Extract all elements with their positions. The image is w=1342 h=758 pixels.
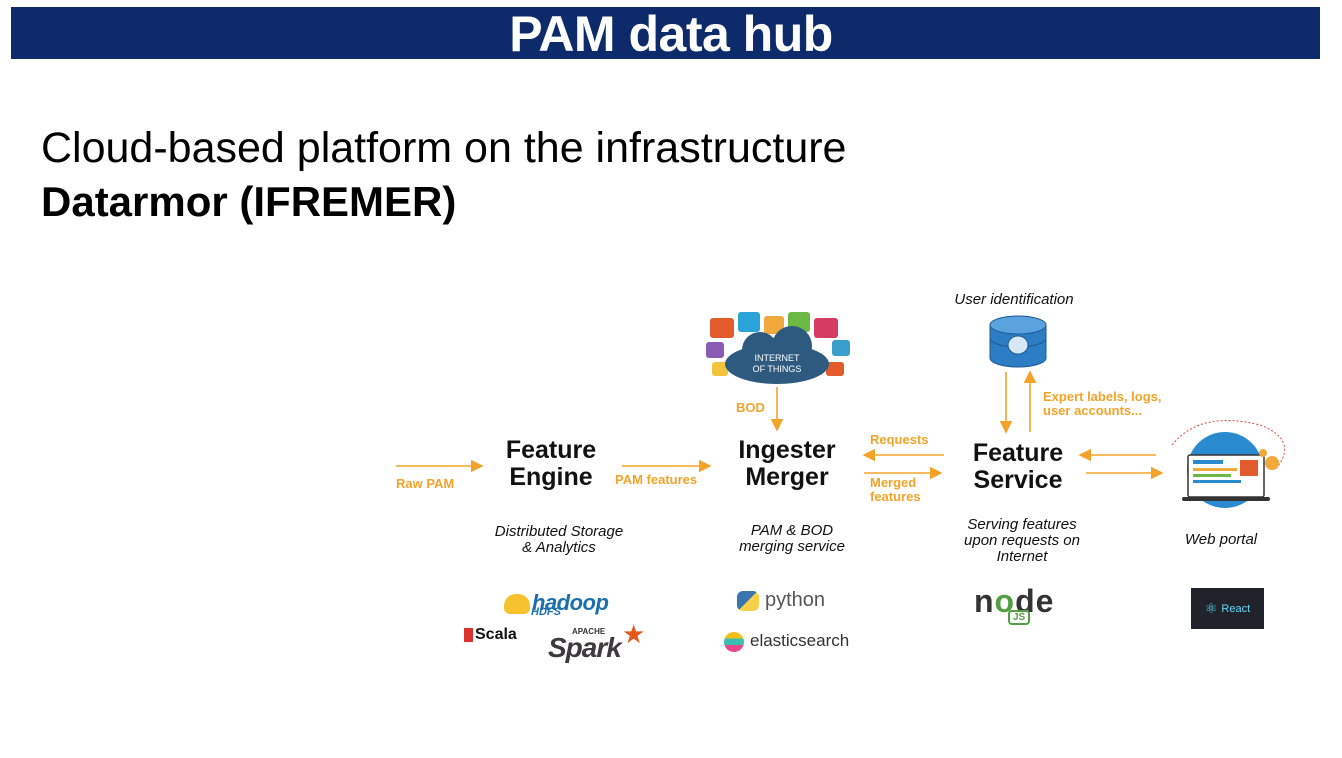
ingester-merger-desc-1: PAM & BOD xyxy=(750,522,834,539)
ingester-merger-line-1: Ingester xyxy=(738,436,836,464)
react-text: React xyxy=(1221,602,1251,615)
react-atom-icon: ⚛ xyxy=(1204,600,1218,616)
scala-icon xyxy=(464,627,473,642)
elasticsearch-icon xyxy=(724,631,744,652)
label-expert-labels-2: user accounts... xyxy=(1043,403,1142,418)
iot-text-1: INTERNET xyxy=(755,353,801,363)
feature-service-desc-3: Internet xyxy=(996,548,1048,565)
spark-star-icon: ★ xyxy=(622,619,646,649)
nodejs-logo: node xyxy=(974,583,1054,620)
label-requests: Requests xyxy=(870,432,929,447)
feature-engine-line-2: Engine xyxy=(509,463,593,491)
user-identification-label: User identification xyxy=(954,291,1074,308)
elasticsearch-text: elasticsearch xyxy=(750,631,850,650)
feature-engine-desc-2: & Analytics xyxy=(522,539,596,556)
python-logo: python xyxy=(737,589,825,612)
python-icon xyxy=(737,590,759,611)
web-portal-icon xyxy=(1171,420,1285,508)
label-bod: BOD xyxy=(736,400,765,415)
ingester-merger-desc-2: merging service xyxy=(739,538,845,555)
web-portal-desc: Web portal xyxy=(1184,531,1258,548)
feature-engine-line-1: Feature xyxy=(505,436,597,464)
feature-service-desc-1: Serving features xyxy=(967,516,1077,533)
elasticsearch-logo: elasticsearch xyxy=(724,631,849,652)
ingester-merger-line-2: Merger xyxy=(745,463,829,491)
nodejs-js-badge: JS xyxy=(1008,610,1031,625)
nodejs-text-de: de xyxy=(1015,583,1055,619)
label-expert-labels: Expert labels, logs, user accounts... xyxy=(1043,390,1162,418)
page-title: PAM data hub xyxy=(509,6,833,62)
iot-text-2: OF THINGS xyxy=(753,364,802,374)
elephant-icon xyxy=(504,594,530,615)
scala-logo: Scala xyxy=(464,626,517,644)
nodejs-text-n: n xyxy=(974,583,995,619)
python-text: python xyxy=(765,589,826,611)
label-raw-pam: Raw PAM xyxy=(396,476,455,491)
scala-text: Scala xyxy=(475,626,517,643)
feature-service-line-1: Feature xyxy=(972,439,1064,467)
feature-service-desc: Serving features upon requests on Intern… xyxy=(946,517,1098,565)
hadoop-text: hadoop xyxy=(532,590,609,615)
feature-engine-desc-1: Distributed Storage xyxy=(494,523,624,540)
react-logo: ⚛React xyxy=(1191,588,1264,629)
feature-service-line-2: Service xyxy=(973,466,1063,494)
hadoop-logo: hadoop xyxy=(504,590,609,616)
ingester-merger-node: Ingester Merger xyxy=(724,437,850,491)
subtitle-line-1: Cloud-based platform on the infrastructu… xyxy=(41,124,847,172)
label-expert-labels-1: Expert labels, logs, xyxy=(1043,389,1162,404)
iot-cloud-icon: INTERNET OF THINGS xyxy=(706,312,850,384)
title-bar xyxy=(11,7,1320,59)
label-merged-features-2: features xyxy=(870,489,921,504)
label-merged-features-1: Merged xyxy=(870,475,917,490)
database-icon xyxy=(989,315,1047,368)
label-pam-features: PAM features xyxy=(615,472,698,487)
apache-text: APACHE xyxy=(572,627,606,636)
label-merged-features: Merged features xyxy=(870,476,921,504)
feature-engine-desc: Distributed Storage & Analytics xyxy=(476,524,642,556)
feature-engine-node: Feature Engine xyxy=(493,437,609,491)
feature-service-desc-2: upon requests on xyxy=(964,532,1080,549)
ingester-merger-desc: PAM & BOD merging service xyxy=(720,523,864,555)
hdfs-text: HDFS xyxy=(531,606,561,618)
feature-service-node: Feature Service xyxy=(958,440,1078,494)
subtitle-line-2: Datarmor (IFREMER) xyxy=(41,178,457,225)
spark-text: Spark xyxy=(548,632,622,663)
